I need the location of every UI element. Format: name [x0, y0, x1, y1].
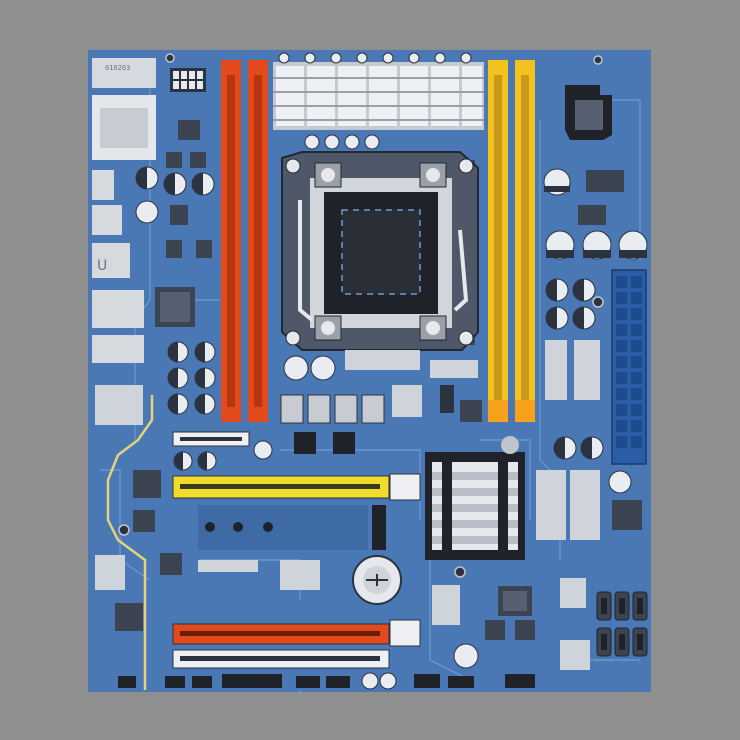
vrm-chips: [155, 120, 212, 327]
io-port-vga: [92, 243, 130, 278]
small-chips-right: [115, 170, 642, 631]
io-ports: 010203 U: [92, 58, 156, 363]
pcie-slot-orange: [172, 619, 421, 647]
atx-power-connector: [611, 269, 647, 465]
mounting-holes: [118, 53, 604, 578]
io-port-lan: [92, 290, 144, 328]
chipset-heatsink: [425, 436, 525, 560]
pcie-slot-yellow: [172, 473, 421, 501]
capacitor-marks: [136, 167, 647, 470]
ram-slots-yellow: [488, 60, 535, 422]
cap-row: [304, 134, 380, 150]
bottom-headers: [118, 674, 535, 688]
vrm-heatsink: [273, 52, 484, 130]
pcie-slot-x1: [172, 431, 250, 447]
m2-slot: [198, 505, 386, 550]
clock-chip: [565, 85, 612, 140]
smd-components: [95, 340, 600, 670]
svg-text:U: U: [97, 258, 107, 274]
gold-trace: [106, 395, 154, 690]
io-port-hdmi: [92, 170, 114, 200]
mosfets: [280, 394, 385, 454]
super-io-chip: [485, 586, 535, 640]
io-port-audio: [92, 335, 144, 363]
cpu-socket: [281, 151, 479, 351]
io-port-ps2: [92, 58, 156, 88]
io-port-usb: [92, 205, 122, 235]
pci-slot-white: [172, 649, 390, 669]
pin-headers-middle: [345, 350, 482, 422]
io-port-marking: 010203: [105, 64, 130, 72]
bios-battery: [352, 555, 402, 605]
cpu-power-connector: [170, 68, 206, 92]
ram-slots-red: [221, 60, 268, 422]
